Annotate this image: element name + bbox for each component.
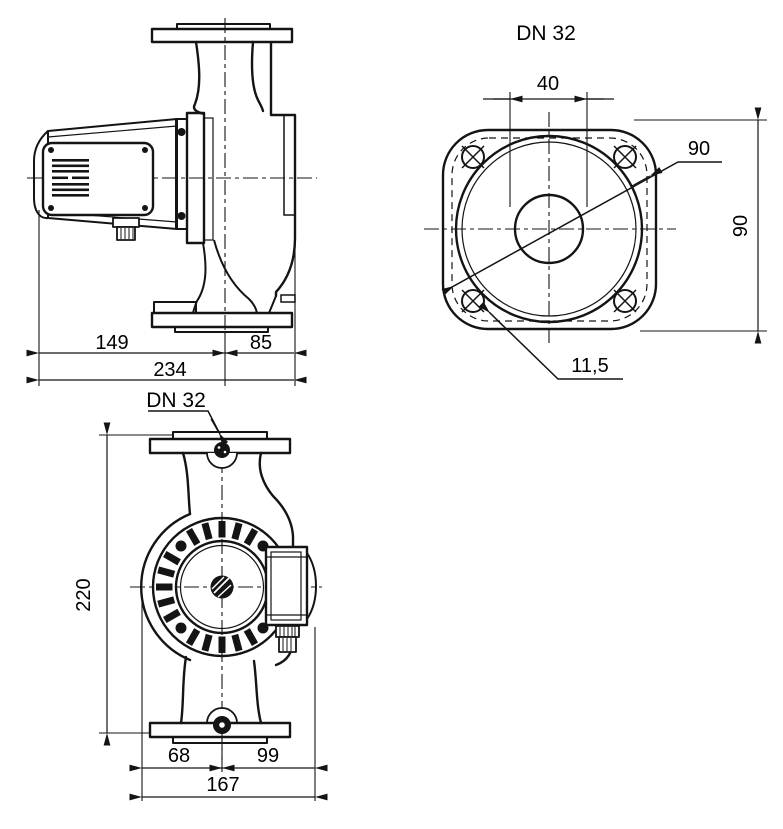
side-housing-foot-step	[280, 294, 296, 303]
flange-face-circle	[454, 134, 644, 324]
front-terminal-box-caps	[266, 556, 307, 616]
flange-dim90d-arrow-high	[631, 166, 663, 187]
side-neck-right	[250, 40, 265, 113]
dim-label-99: 99	[257, 745, 279, 767]
side-leg-left	[192, 242, 207, 314]
dim-label-149: 149	[95, 332, 128, 354]
front-cooling-fins	[156, 521, 259, 653]
side-vent-slots	[52, 159, 89, 197]
side-housing-foot	[268, 295, 277, 314]
front-ring-bolt	[175, 622, 187, 634]
front-bottom-neck-left	[179, 655, 188, 725]
front-top-bolt-boss	[206, 452, 238, 469]
side-bottom-flange-lip	[174, 326, 269, 333]
flange-dim90d-leader	[451, 161, 722, 288]
flange-dim90d-arrow-low	[441, 275, 473, 296]
side-pump-housing-outline	[269, 41, 297, 298]
side-cover-screw	[48, 205, 54, 211]
front-label-leader	[148, 410, 221, 435]
flange-dim90v-extensions	[634, 119, 767, 332]
side-leg-right	[213, 239, 258, 314]
front-bottom-bolt-boss	[206, 707, 238, 724]
dim-label-11-5: 11,5	[571, 355, 608, 377]
dim-label-234: 234	[153, 359, 186, 381]
front-bottom-neck-right	[252, 659, 263, 725]
flange-bolt-holes	[461, 145, 637, 313]
front-ring-bolt	[175, 540, 187, 552]
front-volute-outline	[140, 512, 192, 662]
front-terminal-box-lid	[306, 552, 317, 620]
side-cover-screw	[142, 147, 148, 153]
dim-label-220: 220	[73, 578, 95, 611]
side-clamp-bolt-top	[177, 128, 186, 136]
flange-dim115-leader	[488, 311, 623, 380]
dim-label-90-vertical: 90	[730, 215, 752, 237]
front-label-arrow	[210, 418, 229, 446]
side-clamp-bolt-bottom	[177, 212, 186, 220]
front-bottom-bolt-center	[219, 722, 225, 728]
front-bottom-flange-lip	[172, 736, 268, 744]
side-bottom-flange-step	[153, 301, 197, 313]
front-terminal-box	[264, 545, 309, 627]
front-top-bolt-highlight	[217, 446, 221, 449]
front-terminal-box-inner	[270, 551, 302, 621]
flange-dim40-extensions	[509, 92, 588, 207]
front-view: DN 32	[73, 389, 328, 801]
front-top-bolt-highlight	[223, 450, 227, 454]
side-motor-end-cap	[33, 130, 49, 220]
dim-label-167: 167	[206, 774, 239, 796]
flange-face-inner-circle	[461, 141, 637, 317]
flange-hidden-contour	[451, 137, 648, 322]
front-neck-left	[181, 451, 192, 516]
flange-outline	[441, 128, 658, 331]
front-flange-label: DN 32	[146, 389, 206, 412]
side-cable-gland-body	[116, 226, 136, 241]
dim-label-90-diagonal: 90	[688, 138, 710, 160]
front-top-bolt	[214, 442, 230, 458]
front-neck-right	[258, 451, 295, 549]
dim-label-68: 68	[168, 745, 190, 767]
side-neck-left	[192, 40, 206, 116]
side-cable-gland-cap	[112, 217, 140, 228]
side-cover-screw	[142, 205, 148, 211]
side-bottom-flange	[150, 311, 294, 329]
side-view: 149 85 234	[26, 18, 317, 386]
side-cover-screw	[48, 147, 54, 153]
side-gland-ribs	[120, 228, 134, 239]
flange-bore-circle	[513, 193, 585, 265]
dim-label-85: 85	[250, 332, 272, 354]
dim-label-40: 40	[537, 73, 559, 95]
flange-view: DN 32 40 90 90 11,5	[424, 22, 767, 380]
flange-dim115-arrow	[478, 301, 504, 327]
front-gland-body-ribs	[282, 638, 292, 651]
front-rotor-can-inner	[179, 544, 265, 630]
side-adapter-inner	[203, 117, 214, 241]
side-housing-inner-line	[283, 115, 295, 216]
front-hub-slash	[213, 577, 230, 594]
front-gland-cap-ribs	[279, 627, 296, 636]
front-hub-slash	[211, 576, 232, 598]
front-shaft-hub	[210, 575, 234, 599]
flange-view-title: DN 32	[516, 22, 576, 45]
side-motor-seam-top	[47, 125, 178, 138]
side-top-flange	[150, 27, 294, 44]
